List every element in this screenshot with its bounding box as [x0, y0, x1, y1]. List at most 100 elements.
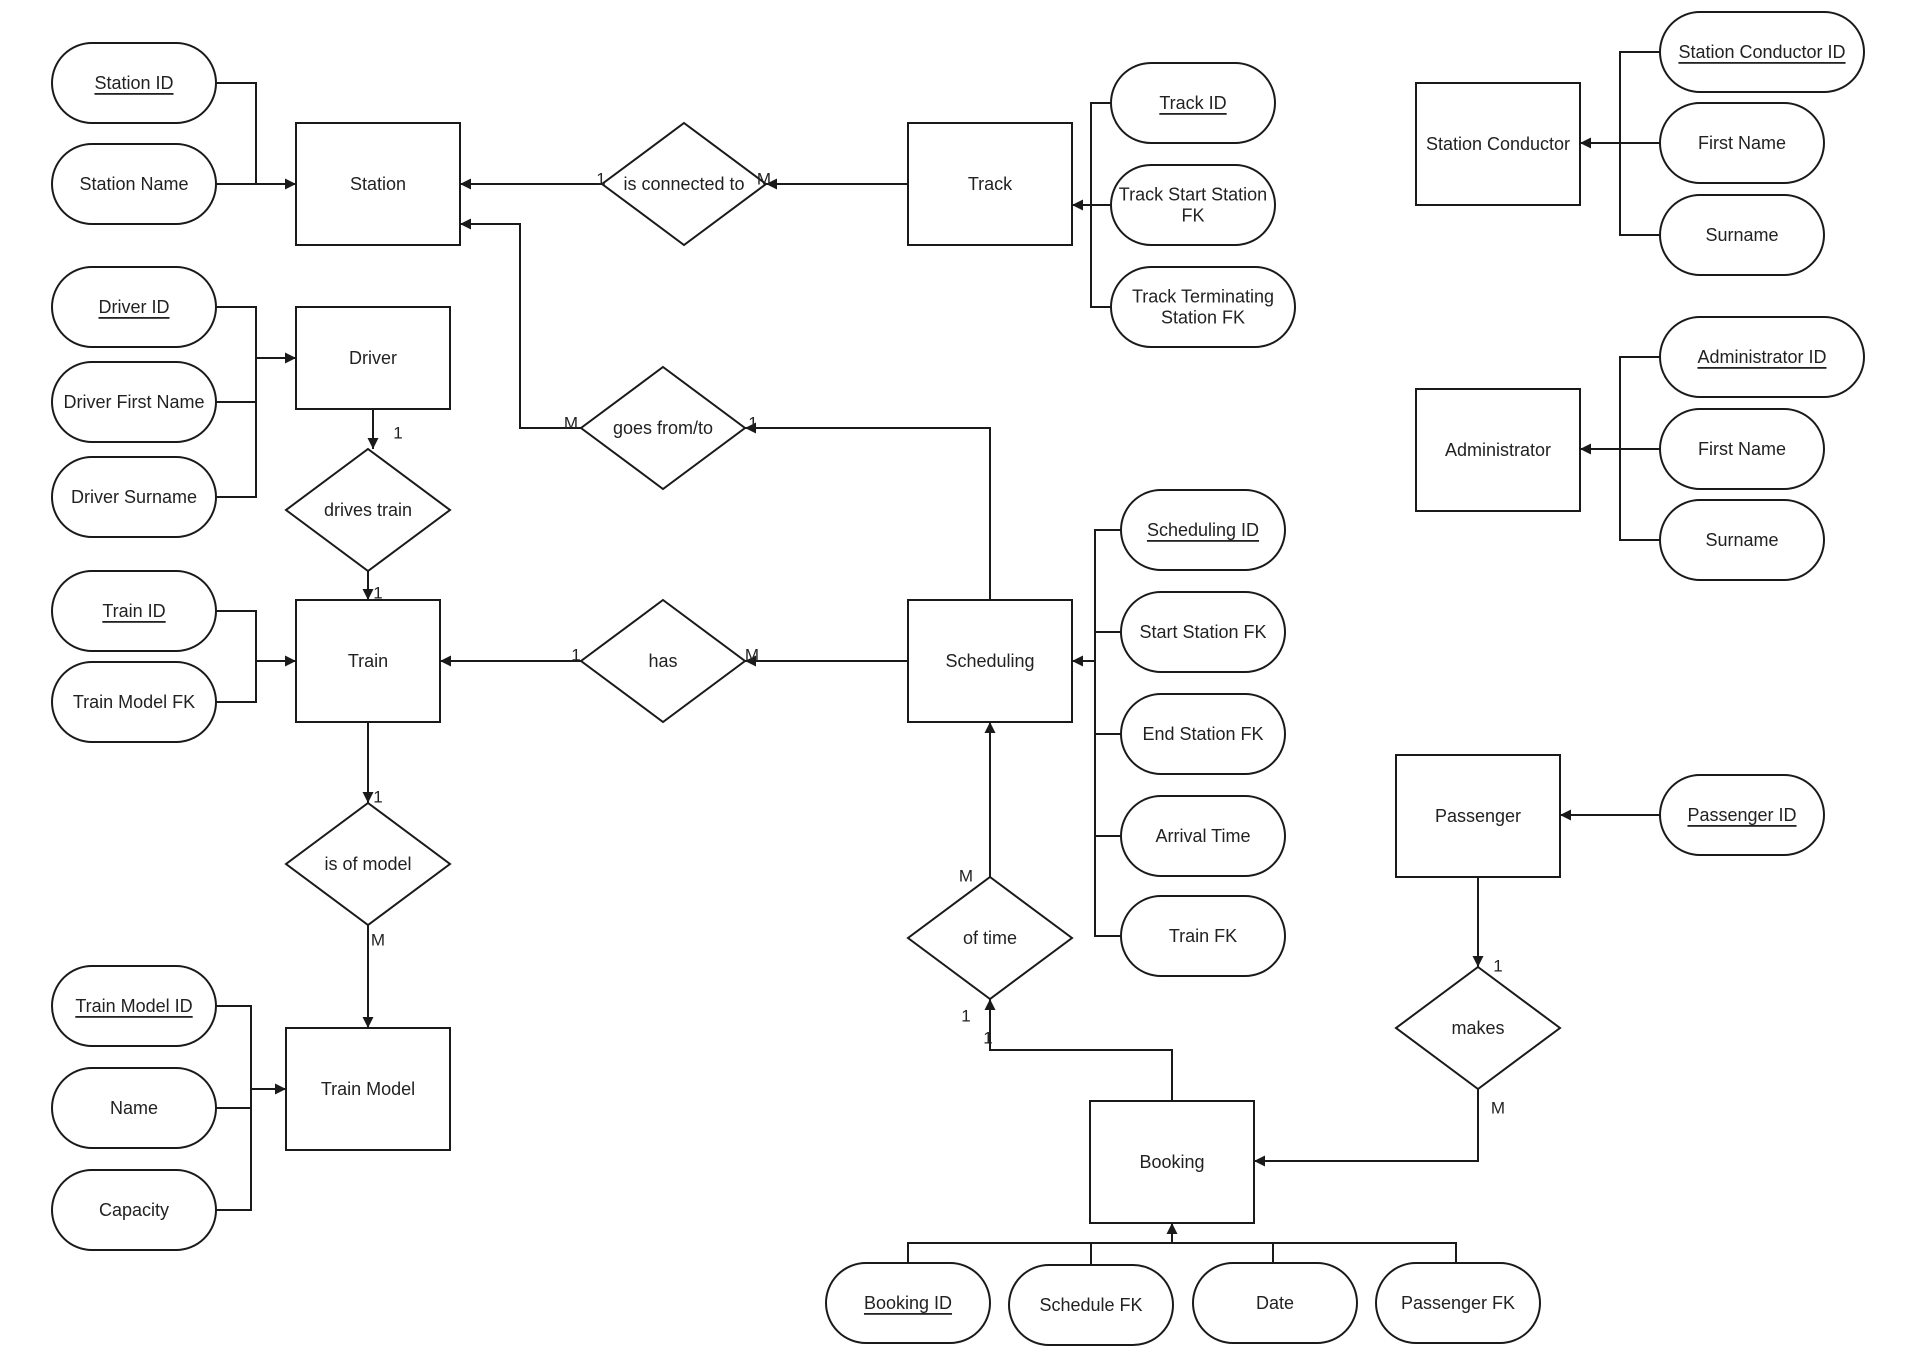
- attribute-pill: [1659, 316, 1865, 398]
- connector-line-40: [984, 999, 1173, 1101]
- entity-track[interactable]: Track: [907, 122, 1073, 246]
- cardinality-label-has: 1: [571, 646, 580, 665]
- entity-box: [907, 122, 1073, 246]
- relationship-diamond: [579, 598, 747, 724]
- cardinality-label-is-of-model: M: [371, 931, 385, 950]
- connector-line-43: [1254, 1089, 1479, 1167]
- attribute-schedule-fk[interactable]: Schedule FK: [1008, 1264, 1174, 1346]
- attribute-booking-date[interactable]: Date: [1192, 1262, 1358, 1344]
- relationship-diamond: [579, 365, 747, 491]
- attribute-pill: [1659, 499, 1825, 581]
- attribute-station-id[interactable]: Station ID: [51, 42, 217, 124]
- attribute-passenger-fk[interactable]: Passenger FK: [1375, 1262, 1541, 1344]
- entity-box: [295, 122, 461, 246]
- entity-scheduling[interactable]: Scheduling: [907, 599, 1073, 723]
- relationship-is-connected-to[interactable]: is connected to: [600, 121, 768, 247]
- attribute-pill: [51, 1169, 217, 1251]
- attribute-train-id[interactable]: Train ID: [51, 570, 217, 652]
- attribute-pill: [1659, 102, 1825, 184]
- relationship-diamond: [600, 121, 768, 247]
- entity-box: [295, 306, 451, 410]
- attribute-scheduling-id[interactable]: Scheduling ID: [1120, 489, 1286, 571]
- key-attribute-label: Scheduling ID: [1147, 520, 1259, 540]
- key-attribute-label: Station ID: [94, 73, 173, 93]
- entity-passenger[interactable]: Passenger: [1395, 754, 1561, 878]
- cardinality-label-goes-from-to: M: [564, 414, 578, 433]
- attribute-label: Driver Surname: [71, 487, 197, 507]
- entity-label: Track: [968, 174, 1013, 194]
- entity-label: Passenger: [1435, 806, 1521, 826]
- attribute-pill: [51, 661, 217, 743]
- attribute-label-line-2: FK: [1181, 206, 1204, 226]
- attribute-pill: [1120, 591, 1286, 673]
- attribute-label: End Station FK: [1142, 724, 1263, 744]
- key-attribute-label: Booking ID: [864, 1293, 952, 1313]
- entity-administrator[interactable]: Administrator: [1415, 388, 1581, 512]
- cardinality-label-of-time: 1: [961, 1007, 970, 1026]
- connector-line-33: [460, 218, 581, 429]
- cardinality-label-of-time: 1: [983, 1029, 992, 1048]
- attribute-train-fk[interactable]: Train FK: [1120, 895, 1286, 977]
- entity-driver[interactable]: Driver: [295, 306, 451, 410]
- attribute-label: Start Station FK: [1139, 622, 1266, 642]
- attribute-label: Capacity: [99, 1200, 169, 1220]
- attribute-passenger-id[interactable]: Passenger ID: [1659, 774, 1825, 856]
- attribute-pill: [1375, 1262, 1541, 1344]
- attribute-train-model-id[interactable]: Train Model ID: [51, 965, 217, 1047]
- relationship-label: drives train: [324, 500, 412, 520]
- relationship-label: is connected to: [623, 174, 744, 194]
- entity-label: Train: [348, 651, 388, 671]
- attribute-label: Passenger FK: [1401, 1293, 1515, 1313]
- attribute-station-name[interactable]: Station Name: [51, 143, 217, 225]
- entity-label: Driver: [349, 348, 397, 368]
- attribute-pill: [1120, 693, 1286, 775]
- attribute-arrival-time[interactable]: Arrival Time: [1120, 795, 1286, 877]
- relationship-of-time[interactable]: of time: [906, 875, 1074, 1001]
- attribute-sc-id[interactable]: Station Conductor ID: [1659, 11, 1865, 93]
- attribute-end-station-fk[interactable]: End Station FK: [1120, 693, 1286, 775]
- attribute-train-model-fk[interactable]: Train Model FK: [51, 661, 217, 743]
- relationship-drives-train[interactable]: drives train: [284, 447, 452, 573]
- entity-station[interactable]: Station: [295, 122, 461, 246]
- entity-box: [1415, 388, 1581, 512]
- attribute-admin-surname[interactable]: Surname: [1659, 499, 1825, 581]
- attribute-sc-first[interactable]: First Name: [1659, 102, 1825, 184]
- entity-train-model[interactable]: Train Model: [285, 1027, 451, 1151]
- attribute-tm-name[interactable]: Name: [51, 1067, 217, 1149]
- connector-line-32: [745, 422, 991, 600]
- attribute-pill: [51, 1067, 217, 1149]
- attribute-pill: [51, 143, 217, 225]
- attribute-label: Surname: [1705, 530, 1778, 550]
- attribute-pill: [1120, 489, 1286, 571]
- relationship-makes[interactable]: makes: [1394, 965, 1562, 1091]
- attribute-track-id[interactable]: Track ID: [1110, 62, 1276, 144]
- attribute-label: Name: [110, 1098, 158, 1118]
- attribute-driver-surname[interactable]: Driver Surname: [51, 456, 217, 538]
- attribute-start-station-fk[interactable]: Start Station FK: [1120, 591, 1286, 673]
- relationship-has[interactable]: has: [579, 598, 747, 724]
- entity-booking[interactable]: Booking: [1089, 1100, 1255, 1224]
- attribute-driver-first[interactable]: Driver First Name: [51, 361, 217, 443]
- entity-station-conductor[interactable]: Station Conductor: [1415, 82, 1581, 206]
- attribute-driver-id[interactable]: Driver ID: [51, 266, 217, 348]
- attribute-pill: [1110, 266, 1296, 348]
- attribute-admin-first[interactable]: First Name: [1659, 408, 1825, 490]
- key-attribute-label: Administrator ID: [1697, 347, 1826, 367]
- key-attribute-label: Train Model ID: [75, 996, 192, 1016]
- attribute-admin-id[interactable]: Administrator ID: [1659, 316, 1865, 398]
- attribute-label-line-1: Track Terminating: [1132, 287, 1274, 307]
- entity-box: [285, 1027, 451, 1151]
- attribute-sc-surname[interactable]: Surname: [1659, 194, 1825, 276]
- relationship-is-of-model[interactable]: is of model: [284, 801, 452, 927]
- attribute-tm-capacity[interactable]: Capacity: [51, 1169, 217, 1251]
- attribute-label: First Name: [1698, 439, 1786, 459]
- attribute-booking-id[interactable]: Booking ID: [825, 1262, 991, 1344]
- relationship-goes-from-to[interactable]: goes from/to: [579, 365, 747, 491]
- attribute-label: Train Model FK: [73, 692, 195, 712]
- entity-train[interactable]: Train: [295, 599, 441, 723]
- cardinality-label-is-connected-to: M: [757, 170, 771, 189]
